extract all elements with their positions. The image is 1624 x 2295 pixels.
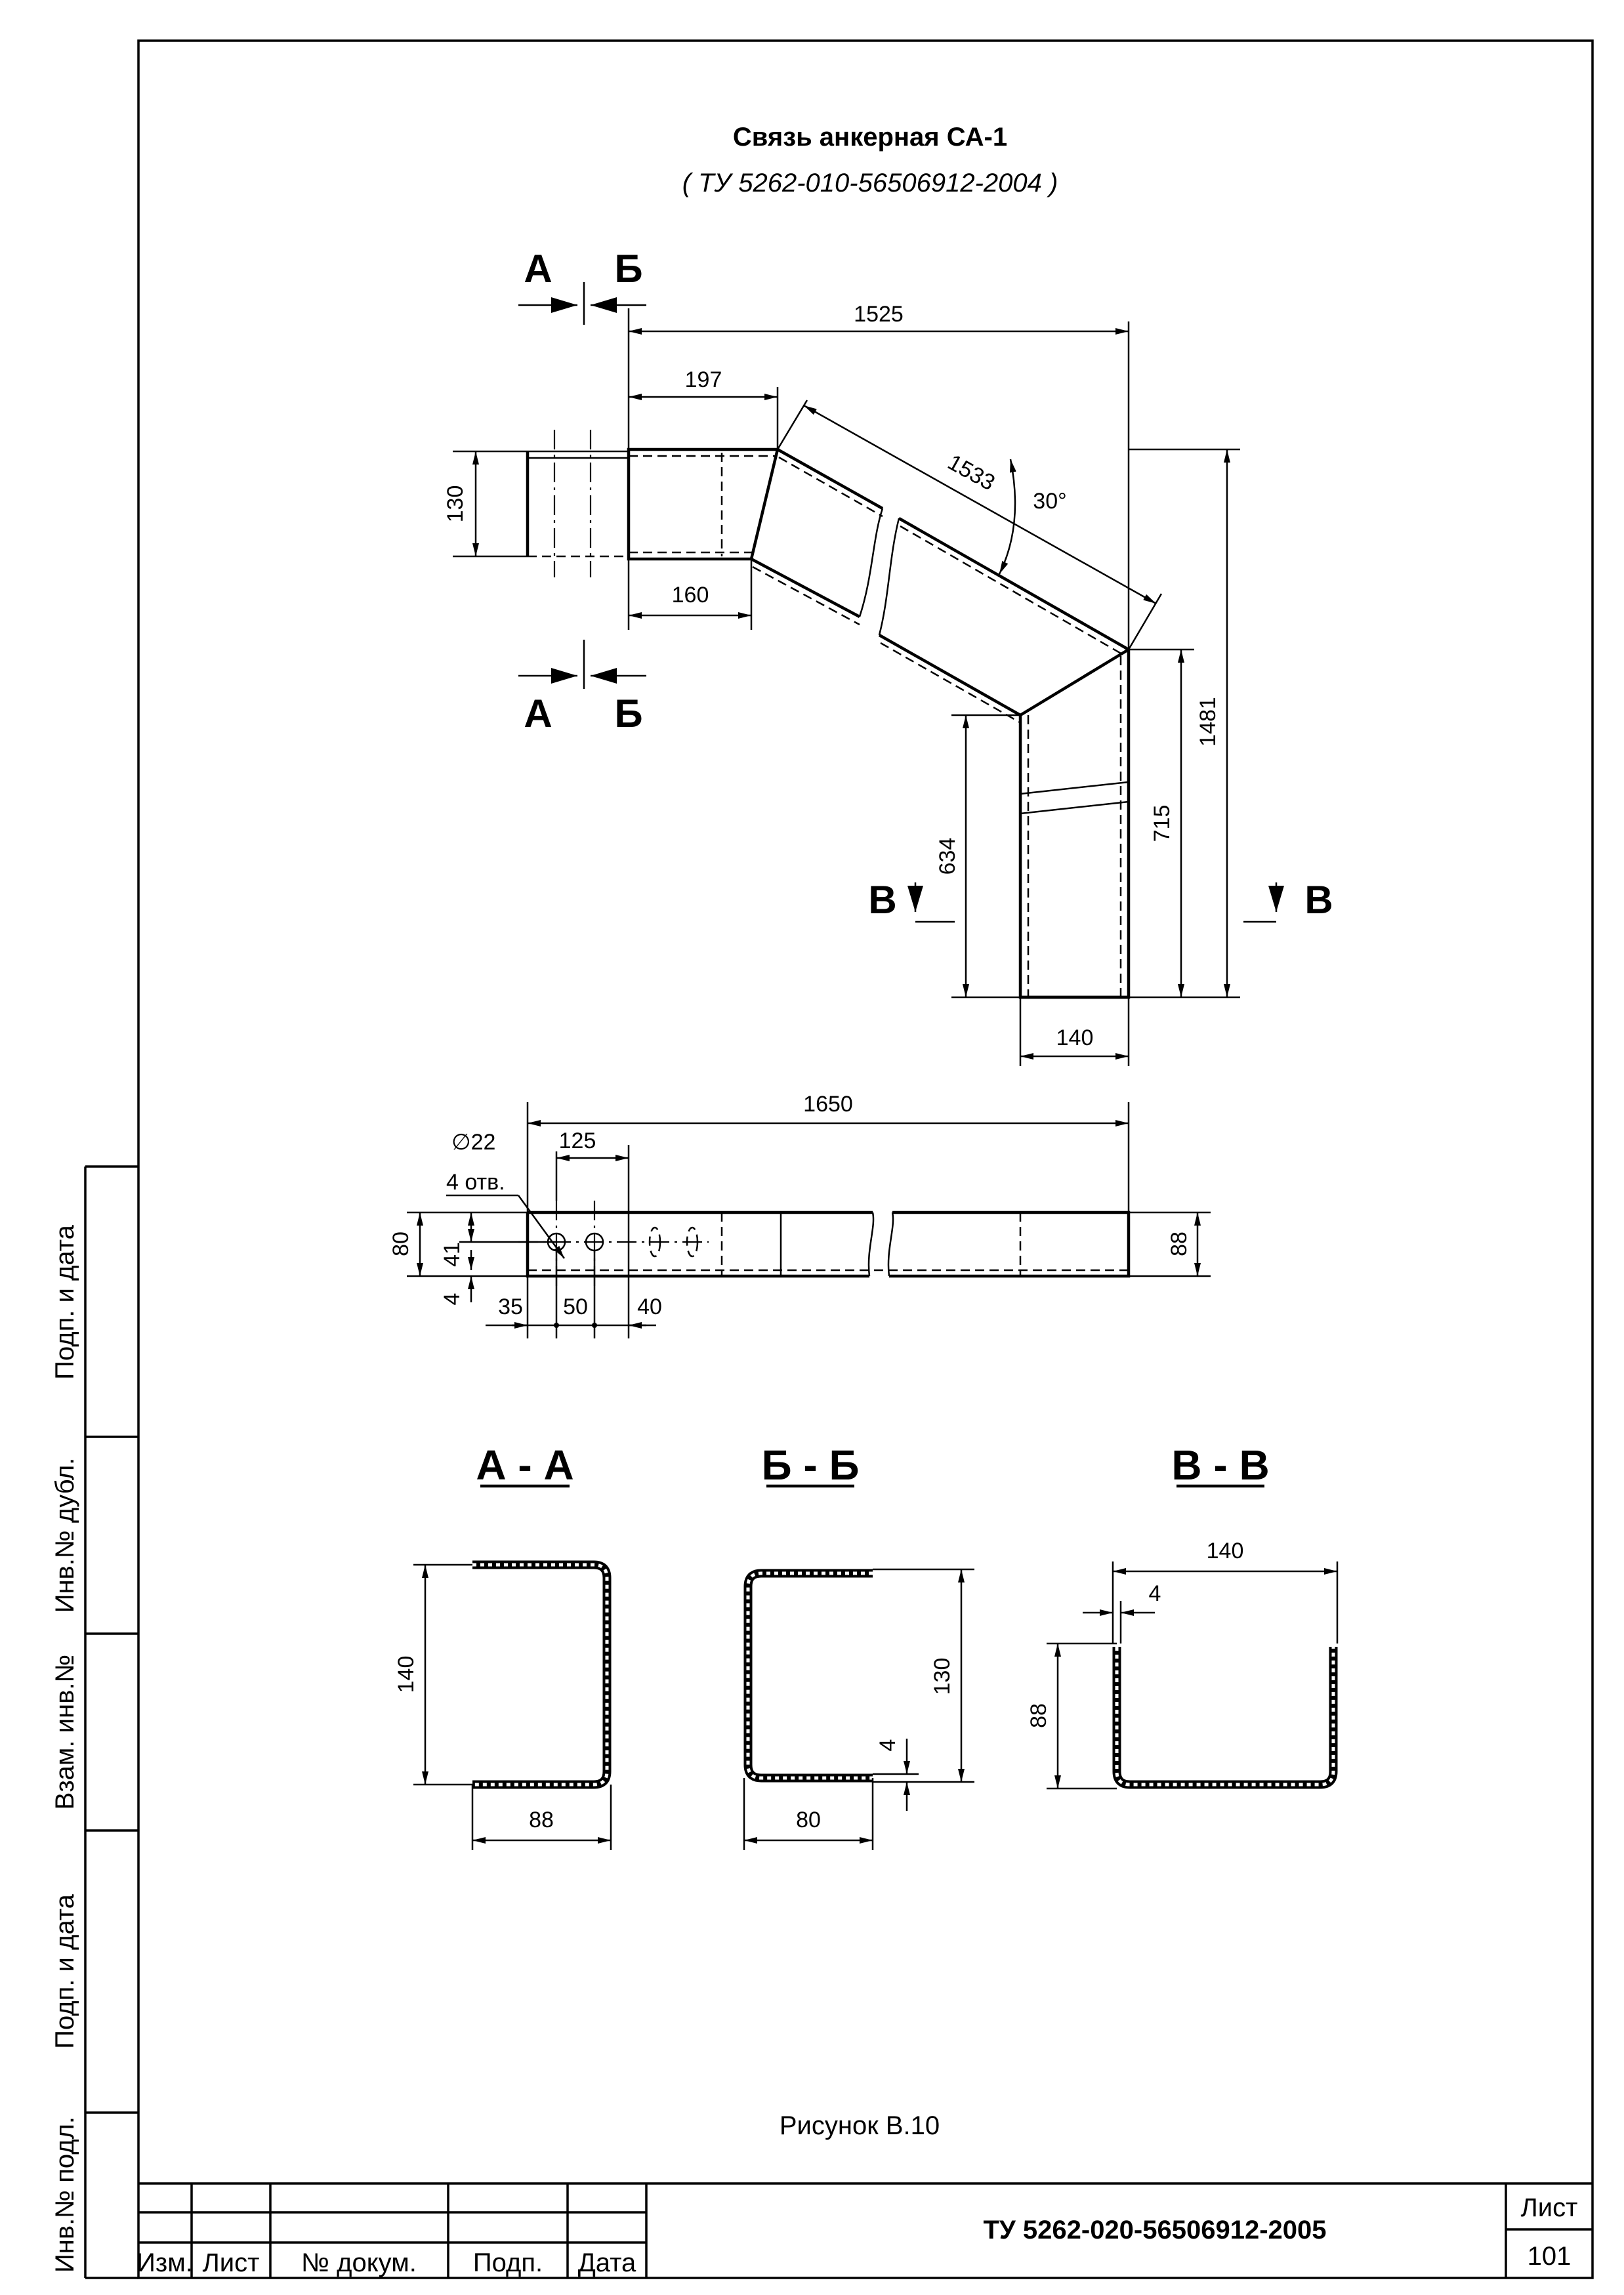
- dim-125: 125: [559, 1128, 596, 1153]
- drawing-title: Связь анкерная СА-1: [733, 123, 1007, 152]
- dim-30deg: 30°: [1033, 489, 1066, 514]
- side-stamp-podp-data-1: Подп. и дата: [51, 1224, 79, 1379]
- section-bb-height: 130: [930, 1658, 955, 1695]
- section-vv-label: В - В: [1171, 1441, 1269, 1489]
- section-mark-b-top: Б: [614, 247, 642, 291]
- section-mark-b-bottom: Б: [614, 692, 642, 735]
- dim-140-top: 140: [1056, 1025, 1094, 1050]
- title-block: Изм. Лист № докум. Подп. Дата ТУ 5262-02…: [136, 2182, 1593, 2278]
- dim-1650: 1650: [803, 1092, 853, 1117]
- section-mark-a-bottom: А: [524, 692, 552, 735]
- section-bb: Б - Б 130 4 80: [743, 1441, 974, 1850]
- dim-4-side: 4: [440, 1293, 465, 1306]
- section-mark-v-left: В: [868, 878, 896, 922]
- tb-col-izm: Изм.: [136, 2248, 193, 2277]
- dim-40: 40: [637, 1294, 662, 1319]
- dim-35: 35: [498, 1294, 523, 1319]
- tb-col-dokum: № докум.: [301, 2248, 417, 2277]
- side-view: 1650 125 ∅22 4 отв. 80 41 4 35 50 4: [388, 1092, 1211, 1338]
- dim-197: 197: [685, 367, 722, 392]
- section-vv: В - В 140 4 88: [1026, 1441, 1339, 1790]
- section-aa-height: 140: [394, 1656, 419, 1693]
- side-stamp: Подп. и дата Инв.№ дубл. Взам. инв.№ Под…: [51, 1224, 79, 2273]
- tb-col-podp: Подп.: [473, 2248, 543, 2277]
- section-aa-label: А - А: [476, 1441, 573, 1489]
- dim-88-side: 88: [1167, 1231, 1192, 1256]
- dim-715: 715: [1150, 805, 1175, 842]
- tb-col-list: Лист: [203, 2248, 260, 2277]
- dim-1525: 1525: [854, 302, 904, 327]
- figure-caption: Рисунок В.10: [780, 2111, 940, 2140]
- section-aa-width: 88: [529, 1808, 554, 1832]
- side-stamp-vzam-inv: Взам. инв.№: [51, 1655, 79, 1810]
- dim-130: 130: [443, 486, 468, 523]
- dim-50: 50: [563, 1294, 588, 1319]
- hole-count: 4 отв.: [446, 1170, 505, 1195]
- side-stamp-podp-data-2: Подп. и дата: [51, 1893, 79, 2048]
- hole-diameter: ∅22: [451, 1130, 495, 1155]
- dim-634: 634: [935, 838, 960, 875]
- tb-sheet-number: 101: [1528, 2242, 1572, 2271]
- section-vv-thickness: 4: [1149, 1581, 1161, 1606]
- section-bb-label: Б - Б: [762, 1441, 860, 1489]
- dim-1481: 1481: [1196, 697, 1220, 747]
- side-stamp-inv-podl: Инв.№ подл.: [51, 2117, 79, 2273]
- dim-41: 41: [440, 1242, 465, 1267]
- dim-160: 160: [672, 583, 709, 608]
- tb-col-data: Дата: [578, 2248, 636, 2277]
- drawing-frame: [84, 39, 1594, 2279]
- side-stamp-inv-dubl: Инв.№ дубл.: [51, 1458, 79, 1613]
- section-mark-a-top: А: [524, 247, 552, 291]
- section-mark-v-right: В: [1304, 878, 1333, 922]
- section-vv-height: 88: [1026, 1703, 1051, 1728]
- section-vv-width: 140: [1207, 1539, 1244, 1563]
- top-view: А Б А Б: [443, 247, 1333, 1066]
- section-bb-width: 80: [796, 1808, 821, 1832]
- tb-doc-number: ТУ 5262-020-56506912-2005: [983, 2216, 1326, 2244]
- dim-80-side: 80: [388, 1231, 413, 1256]
- section-aa: А - А 140 88: [394, 1441, 612, 1850]
- tb-sheet-label: Лист: [1521, 2193, 1578, 2222]
- section-bb-thickness: 4: [875, 1739, 900, 1752]
- drawing-subtitle: ( ТУ 5262-010-56506912-2004 ): [682, 169, 1058, 197]
